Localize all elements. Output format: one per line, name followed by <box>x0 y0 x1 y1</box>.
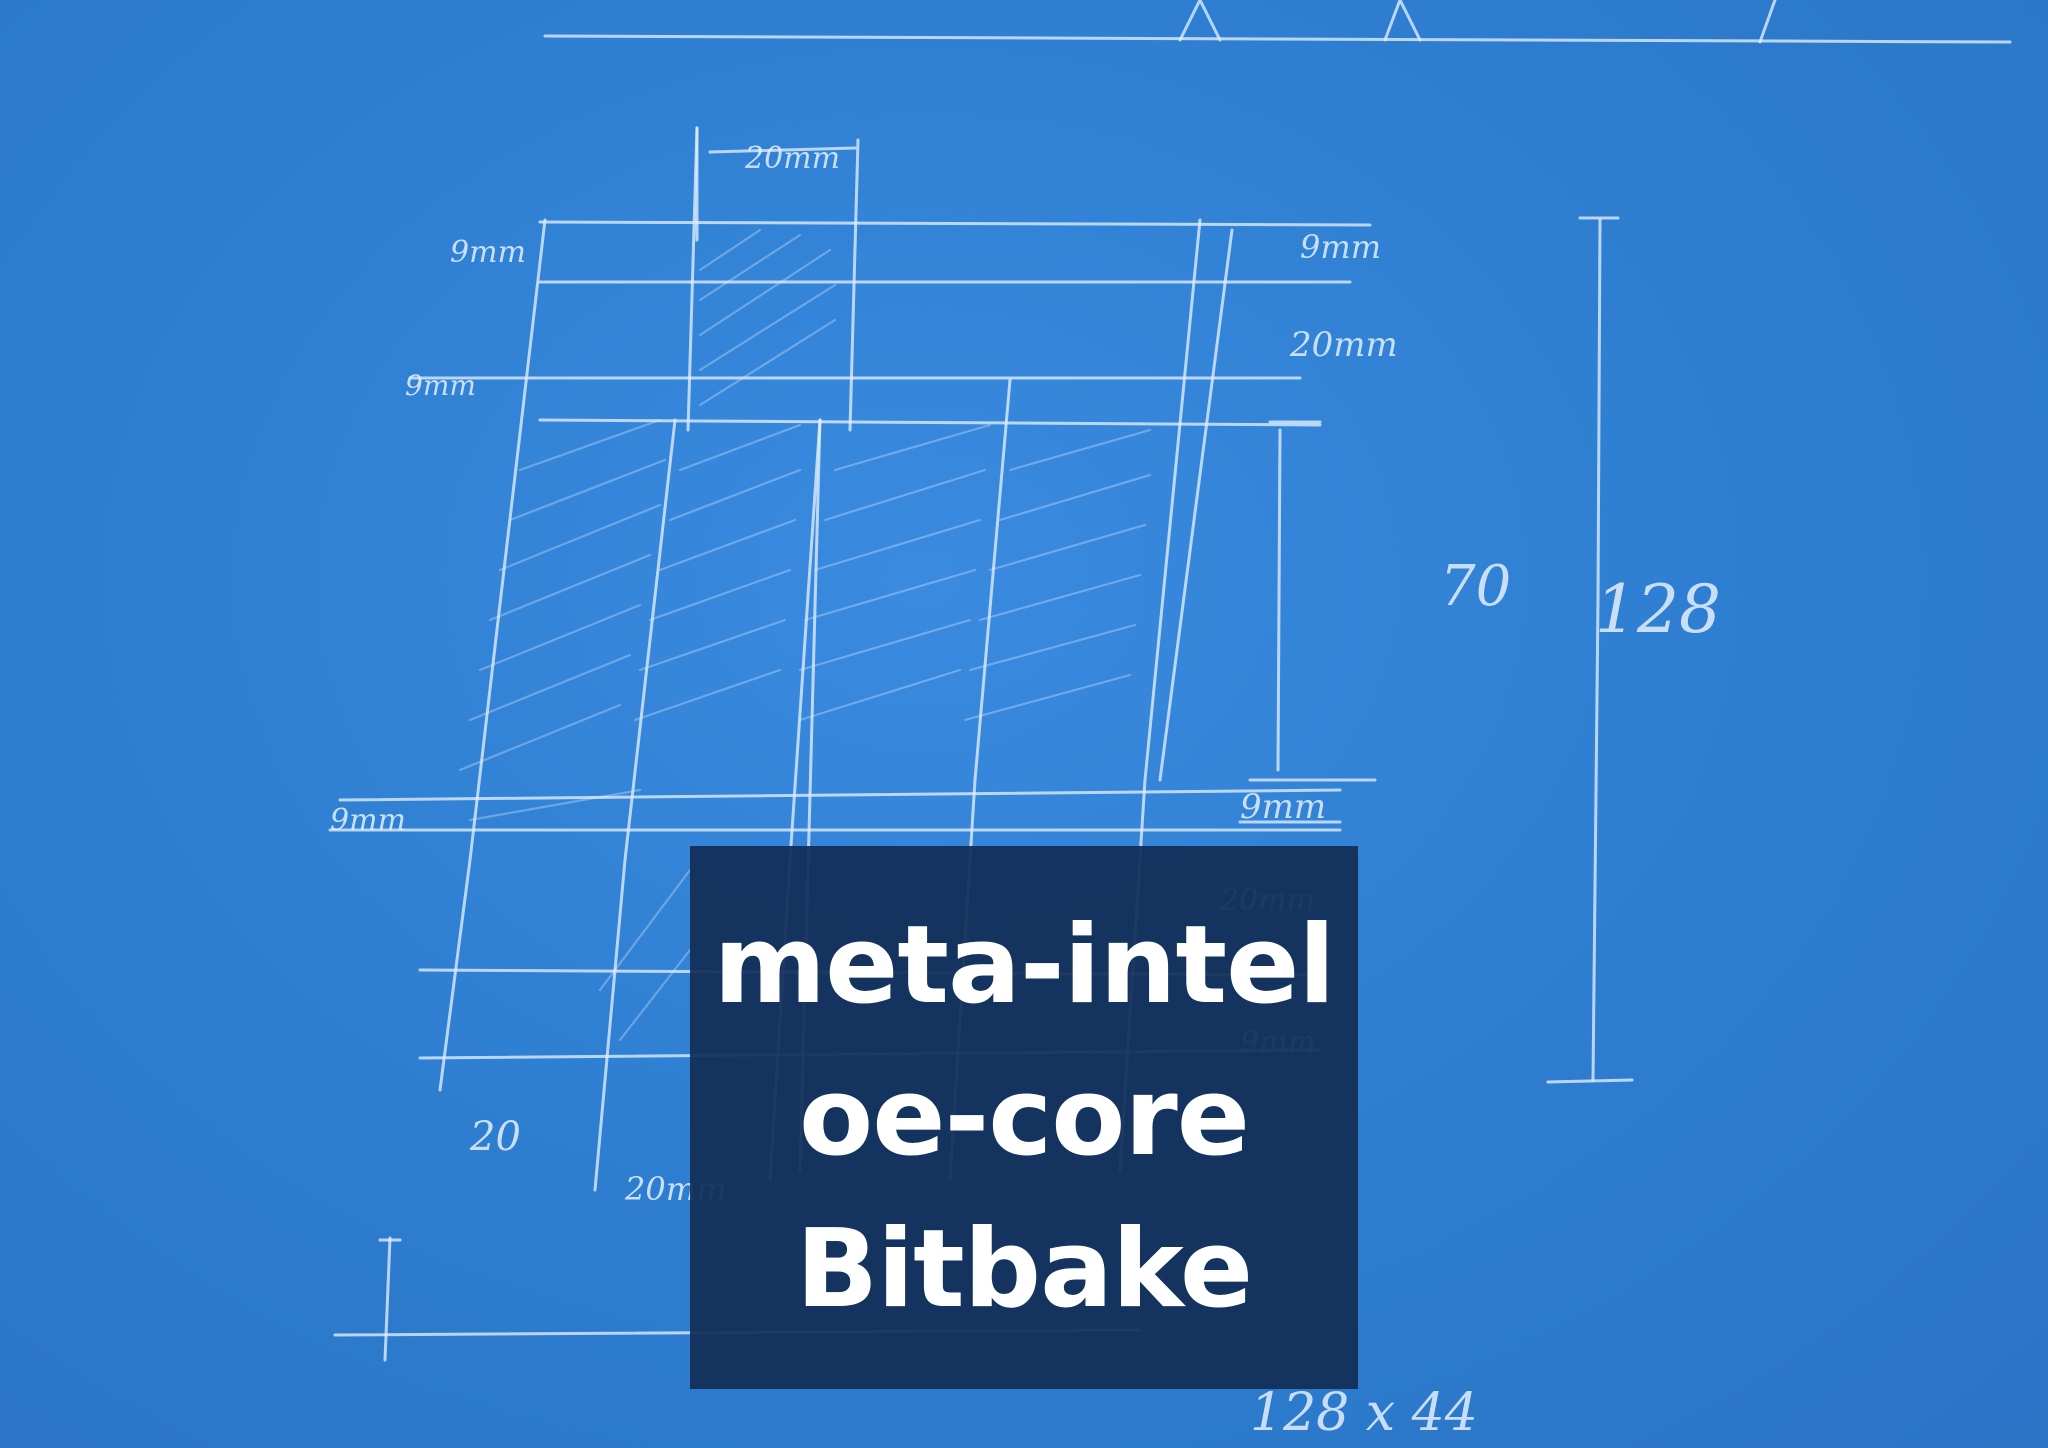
dim-label: 20 <box>469 1114 521 1160</box>
title-line-bitbake: Bitbake <box>795 1206 1253 1332</box>
dim-label: 9mm <box>1240 787 1326 827</box>
dim-label: 9mm <box>405 369 476 402</box>
dim-label: 128 <box>1595 571 1721 648</box>
title-line-meta-intel: meta-intel <box>713 902 1336 1028</box>
dim-label: 9mm <box>1300 228 1381 266</box>
dim-label: 20mm <box>1289 325 1398 365</box>
dim-label: 70 <box>1440 554 1511 619</box>
dim-label: 9mm <box>330 803 406 838</box>
hatch-fill <box>458 228 1152 1042</box>
dim-label: 128 x 44 <box>1250 1383 1478 1443</box>
dim-label: 9mm <box>450 235 526 270</box>
dim-label: 20mm <box>744 141 840 176</box>
title-overlay: meta-intel oe-core Bitbake <box>690 846 1358 1389</box>
title-line-oe-core: oe-core <box>799 1054 1250 1180</box>
